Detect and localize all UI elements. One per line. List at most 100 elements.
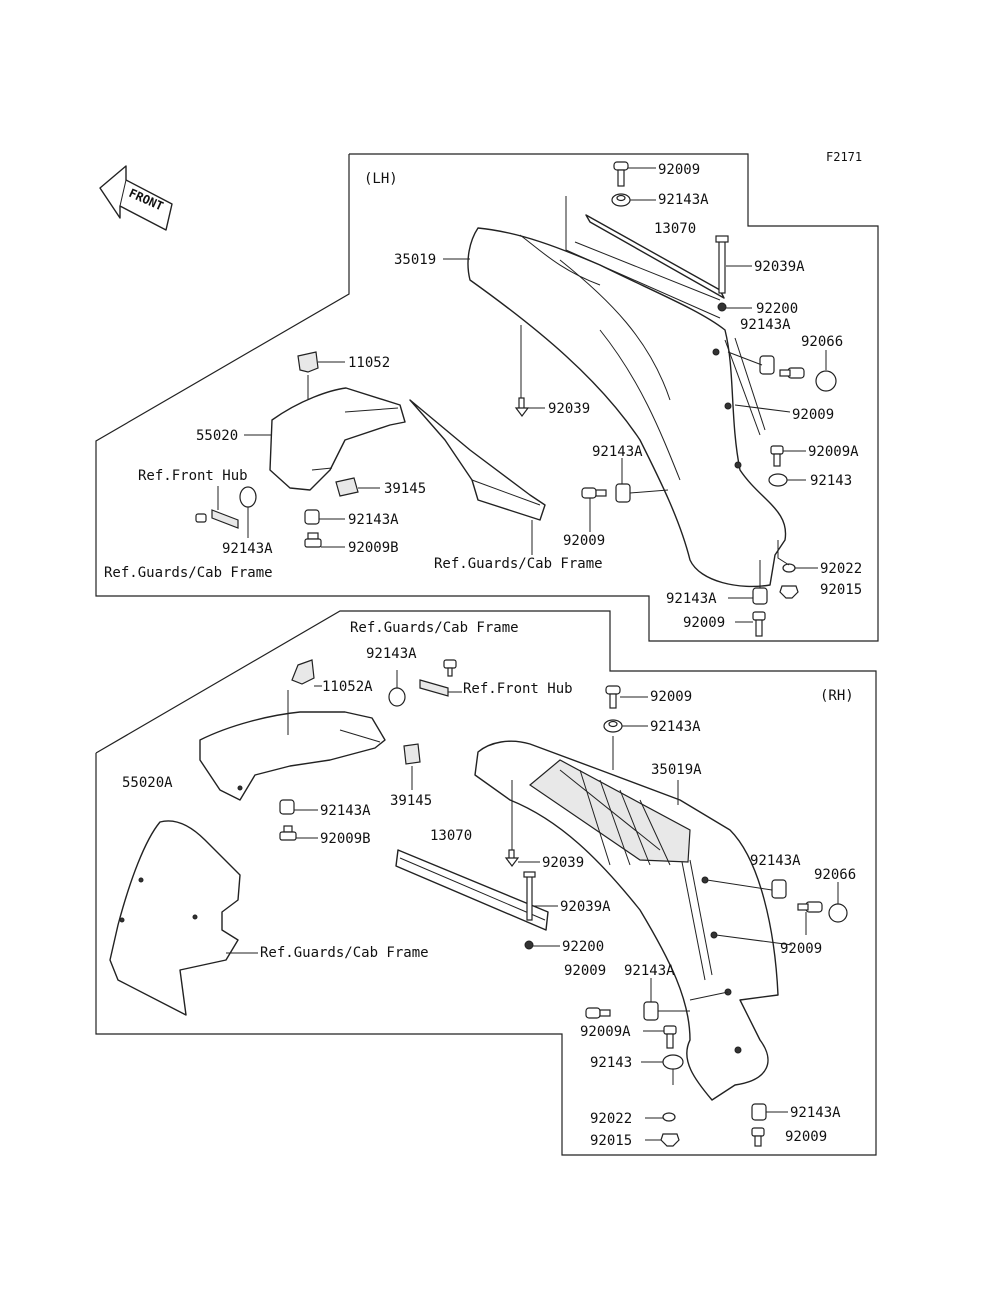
- lh-bracket-11052: [297, 351, 319, 373]
- lh-clip-92022: [782, 563, 796, 573]
- lh-label-92143A-bot: 92143A: [666, 591, 717, 607]
- lh-label-92039: 92039: [548, 401, 590, 417]
- rh-label-92015: 92015: [590, 1133, 632, 1149]
- rh-nut-92015: [660, 1133, 680, 1147]
- lh-label-92066: 92066: [801, 334, 843, 350]
- rh-spacer-39145: [403, 743, 421, 765]
- lh-strip-13070: [565, 196, 725, 319]
- lh-label-39145: 39145: [384, 481, 426, 497]
- rh-strip-13070: [395, 849, 549, 931]
- lh-cap-92066: [815, 370, 837, 392]
- lh-fender-flap-55020: [269, 387, 406, 491]
- rh-label-92143A-bot: 92143A: [790, 1105, 841, 1121]
- rh-label-92009-bot: 92009: [785, 1129, 827, 1145]
- lh-grommet-92143A-ll: [239, 486, 257, 508]
- rh-label-55020A: 55020A: [122, 775, 173, 791]
- rh-washer-92143: [662, 1054, 684, 1070]
- lh-title: (LH): [364, 171, 398, 187]
- lh-rivet-92039A: [715, 235, 729, 294]
- lh-label-ref-front-hub: Ref.Front Hub: [138, 468, 248, 484]
- rh-label-11052A: 11052A: [322, 679, 373, 695]
- rh-label-92009A: 92009A: [580, 1024, 631, 1040]
- rh-fender-flap-55020A: [199, 711, 386, 801]
- rh-label-92200: 92200: [562, 939, 604, 955]
- lh-frame: [95, 153, 879, 642]
- lh-label-11052: 11052: [348, 355, 390, 371]
- lh-grommet-92143A-bot: [752, 587, 768, 605]
- lh-nut-92200: [717, 302, 727, 312]
- rh-clip-92022: [662, 1112, 676, 1122]
- lh-grommet-92143A-mid: [615, 483, 631, 503]
- rh-grommet-92143A-b: [279, 799, 295, 815]
- rh-bolt-92009A: [663, 1025, 677, 1049]
- rh-label-92022: 92022: [590, 1111, 632, 1127]
- rh-label-13070: 13070: [430, 828, 472, 844]
- rh-label-92066: 92066: [814, 867, 856, 883]
- rh-rivet-92039A: [523, 871, 536, 921]
- lh-grommet-92143A-side: [759, 355, 775, 375]
- rh-grommet-92143A-m: [643, 1001, 659, 1021]
- lh-pin-92039: [514, 397, 530, 417]
- lh-label-92200: 92200: [756, 301, 798, 317]
- rh-label-ref-front-hub: Ref.Front Hub: [463, 681, 573, 697]
- lh-label-92143A-ll: 92143A: [222, 541, 273, 557]
- figure-code: F2171: [826, 150, 862, 164]
- rh-guard-panel: [109, 820, 241, 1016]
- rh-label-92009-side: 92009: [780, 941, 822, 957]
- lh-label-92022: 92022: [820, 561, 862, 577]
- rh-label-92143A-b: 92143A: [320, 803, 371, 819]
- lh-bolt-92009-mid: [581, 487, 607, 499]
- rh-grommet-92143A-a: [388, 687, 406, 707]
- lh-spacer-39145: [335, 477, 359, 497]
- lh-screw-92009-side: [779, 367, 805, 379]
- lh-washer-92143A-top: [611, 193, 631, 207]
- rh-bolt-92009-bot: [751, 1127, 765, 1147]
- rh-pin-92039: [504, 849, 520, 867]
- lh-label-92143A-side: 92143A: [740, 317, 791, 333]
- rh-label-92143A-m: 92143A: [624, 963, 675, 979]
- lh-fender-35019: [467, 227, 787, 588]
- rh-label-ref-guards-bot: Ref.Guards/Cab Frame: [260, 945, 429, 961]
- lh-label-92009-top: 92009: [658, 162, 700, 178]
- rh-frame: [95, 610, 877, 1156]
- lh-label-92143A-l2: 92143A: [348, 512, 399, 528]
- lh-label-92039A: 92039A: [754, 259, 805, 275]
- rh-label-92039: 92039: [542, 855, 584, 871]
- lh-label-ref-guards-right: Ref.Guards/Cab Frame: [434, 556, 603, 572]
- lh-guard-panel: [409, 399, 546, 521]
- rh-label-92039A: 92039A: [560, 899, 611, 915]
- rh-label-92009-m: 92009: [564, 963, 606, 979]
- lh-label-92009B: 92009B: [348, 540, 399, 556]
- front-arrow-icon: FRONT: [99, 165, 173, 231]
- rh-bolt-92009-m: [585, 1007, 611, 1019]
- rh-screw-ref-guards: [443, 659, 457, 677]
- rh-label-39145: 39145: [390, 793, 432, 809]
- lh-label-92009-mid: 92009: [563, 533, 605, 549]
- lh-label-92143A-top: 92143A: [658, 192, 709, 208]
- rh-cap-92066: [828, 903, 848, 923]
- lh-label-35019: 35019: [394, 252, 436, 268]
- rh-grommet-92143A-bot: [751, 1103, 767, 1121]
- lh-bolt-92009-top: [613, 161, 629, 187]
- rh-bolt-92009B: [279, 825, 297, 841]
- lh-washer-92143: [768, 473, 788, 487]
- rh-label-35019A: 35019A: [651, 762, 702, 778]
- lh-label-55020: 55020: [196, 428, 238, 444]
- lh-nut-92015: [779, 585, 799, 599]
- rh-label-92009B: 92009B: [320, 831, 371, 847]
- rh-label-92143A-top: 92143A: [650, 719, 701, 735]
- rh-nut-92200: [524, 940, 534, 950]
- lh-label-92143: 92143: [810, 473, 852, 489]
- lh-bolt-92009-bot: [752, 611, 766, 637]
- lh-label-92143A-mid: 92143A: [592, 444, 643, 460]
- rh-screw-92009-side: [797, 901, 823, 913]
- lh-label-92009-side: 92009: [792, 407, 834, 423]
- rh-bracket-11052A: [291, 659, 315, 685]
- rh-label-92143: 92143: [590, 1055, 632, 1071]
- rh-label-ref-guards-top: Ref.Guards/Cab Frame: [350, 620, 519, 636]
- rh-fender-35019A: [474, 740, 779, 1101]
- rh-grommet-92143A-side: [771, 879, 787, 899]
- lh-label-92009A: 92009A: [808, 444, 859, 460]
- lh-grommet-92143A-l2: [304, 509, 320, 525]
